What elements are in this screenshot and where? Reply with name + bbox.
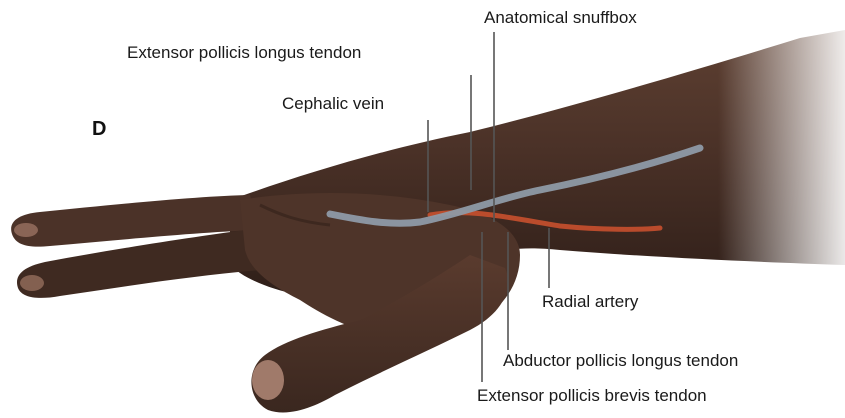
label-extensor-pollicis-brevis: Extensor pollicis brevis tendon (477, 386, 707, 406)
label-radial-artery: Radial artery (542, 292, 638, 312)
label-extensor-pollicis-longus: Extensor pollicis longus tendon (127, 43, 361, 63)
label-anatomical-snuffbox: Anatomical snuffbox (484, 8, 637, 28)
label-cephalic-vein: Cephalic vein (282, 94, 384, 114)
panel-letter: D (92, 118, 106, 141)
label-abductor-pollicis-longus: Abductor pollicis longus tendon (503, 351, 845, 371)
